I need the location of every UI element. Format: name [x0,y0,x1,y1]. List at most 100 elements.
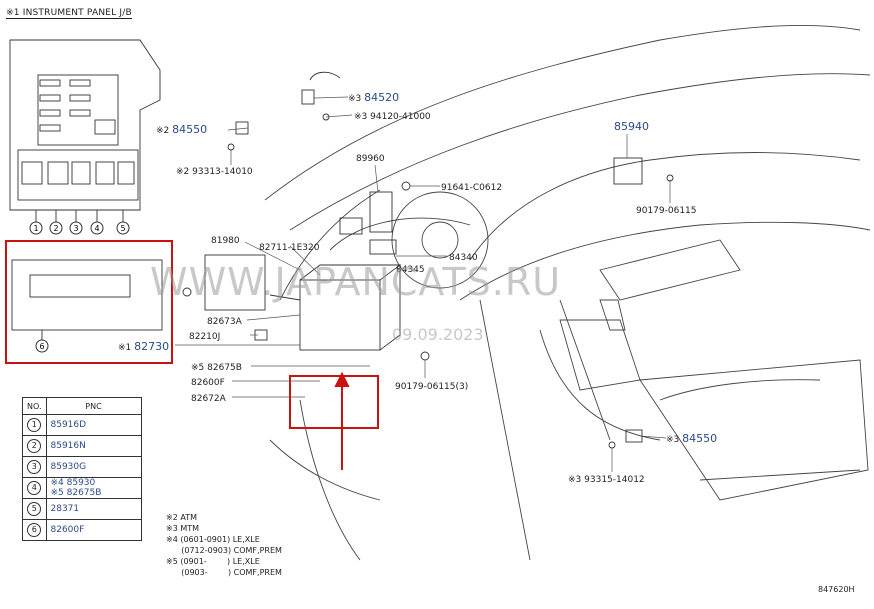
part-label-82730[interactable]: ※1 82730 [118,340,169,353]
jb-marker-circle [116,221,130,235]
part-label-prefix: ※5 [191,363,207,373]
part-label-prefix: ※3 [666,435,682,445]
pnc-no-marker: 4 [27,481,42,495]
part-label-82672a: 82672A [191,394,227,404]
footnote-line: ※5 (0901- ) LE,XLE [166,557,260,566]
part-label-91641-c0612: 91641-C0612 [441,183,502,193]
pnc-table-row: 6 82600F [22,519,142,541]
pnc-code[interactable]: 85930G [50,462,87,472]
pnc-table-header: NO. PNC [22,397,142,415]
part-label-85940[interactable]: 85940 [614,120,649,133]
jb-marker-label: 2 [53,224,58,233]
part-label-84520[interactable]: ※3 84520 [348,91,399,104]
pnc-table-row: 2 85916N [22,435,142,457]
part-label-93315-14012: ※3 93315-14012 [568,475,645,485]
pnc-code[interactable]: 82600F [50,525,85,535]
instrument-panel-jb-assembly [182,71,674,449]
highlight-marks [5,240,379,470]
footnotes: ※2 ATM※3 MTM※4 (0601-0901) LE,XLE (0712-… [166,512,282,578]
pnc-no-cell: 3 [22,456,47,478]
part-code: 84345 [396,265,425,275]
part-label-84550[interactable]: ※2 84550 [156,123,207,136]
pnc-table-row: 4※4 85930※5 82675B [22,477,142,499]
jb-marker-circle [29,221,43,235]
part-code: 84340 [449,253,478,263]
pnc-no-cell: 6 [22,519,47,541]
part-code[interactable]: 85940 [614,120,649,133]
part-code: 90179-06115(3) [395,382,468,392]
jb-marker-label: 6 [39,342,44,351]
dashboard-outline [264,25,871,561]
part-label-94120-41000: ※3 94120-41000 [354,112,431,122]
diagram-title: ※1 INSTRUMENT PANEL J/B [6,8,132,19]
part-labels[interactable]: ※3 84520※3 94120-41000※2 84550※2 93313-1… [118,91,717,485]
pnc-code[interactable]: ※5 82675B [50,488,102,498]
part-label-93313-14010: ※2 93313-14010 [176,167,253,177]
part-label-90179-06115(3): 90179-06115(3) [395,382,468,392]
part-label-82673a: 82673A [207,317,243,327]
pnc-code[interactable]: 28371 [50,504,80,514]
part-code: 82600F [191,378,225,388]
part-code[interactable]: 84550 [172,123,207,136]
watermark: WWW.JAPANCATS.RU 09.09.2023 [150,260,560,344]
jb-marker-label: 5 [120,224,125,233]
pnc-table-row: 3 85930G [22,456,142,478]
part-code[interactable]: 82730 [134,340,169,353]
footnote-line: (0712-0903) COMF,PREM [166,546,282,555]
part-code: 94120-41000 [370,112,431,122]
pnc-no-marker: 3 [27,460,42,474]
jb-face-view [9,39,163,340]
part-code: 89960 [356,154,385,164]
pnc-header-pnc: PNC [45,397,142,415]
pnc-no-cell: 4 [22,477,47,499]
pnc-code-cell[interactable]: 85916D [45,414,142,436]
part-label-prefix: ※3 [348,94,364,104]
part-code: 82711-1E320 [259,243,320,253]
part-code: 82210J [189,332,220,342]
pnc-code-cell[interactable]: 82600F [45,519,142,541]
pnc-code[interactable]: ※4 85930 [50,478,96,488]
leader-lines [175,96,671,472]
part-label-90179-06115: 90179-06115 [636,206,697,216]
pnc-no-marker: 2 [27,439,42,453]
part-label-prefix: ※2 [176,167,192,177]
pnc-table-row: 1 85916D [22,414,142,436]
pnc-code-cell[interactable]: 28371 [45,498,142,520]
watermark-date: 09.09.2023 [392,325,484,344]
pnc-no-marker: 6 [27,523,42,537]
pnc-code-cell[interactable]: 85930G [45,456,142,478]
part-label-82675b: ※5 82675B [191,363,242,373]
part-code: 82675B [207,363,242,373]
part-code: 81980 [211,236,240,246]
pnc-code[interactable]: 85916D [50,420,87,430]
footnote-line: ※3 MTM [166,524,200,533]
part-label-prefix: ※3 [568,475,584,485]
part-label-prefix: ※3 [354,112,370,122]
pnc-header-no: NO. [22,397,47,415]
part-code: 91641-C0612 [441,183,502,193]
part-label-prefix: ※2 [156,126,172,136]
part-label-84550[interactable]: ※3 84550 [666,432,717,445]
part-label-82210j: 82210J [189,332,220,342]
jb-marker-label: 1 [33,224,38,233]
pnc-code[interactable]: 85916N [50,441,86,451]
pnc-no-cell: 2 [22,435,47,457]
pnc-no-marker: 1 [27,418,42,432]
part-code[interactable]: 84520 [364,91,399,104]
part-code[interactable]: 84550 [682,432,717,445]
jb-marker-circle [90,221,104,235]
part-label-89960: 89960 [356,154,385,164]
footnote-line: (0903- ) COMF,PREM [166,568,282,577]
part-code: 90179-06115 [636,206,697,216]
footnote-line: ※4 (0601-0901) LE,XLE [166,535,260,544]
diagram-code: 847620H [818,585,855,594]
part-code: 93315-14012 [584,475,645,485]
pnc-code-cell[interactable]: 85916N [45,435,142,457]
pnc-code-cell[interactable]: ※4 85930※5 82675B [45,477,142,499]
part-label-84340: 84340 [449,253,478,263]
